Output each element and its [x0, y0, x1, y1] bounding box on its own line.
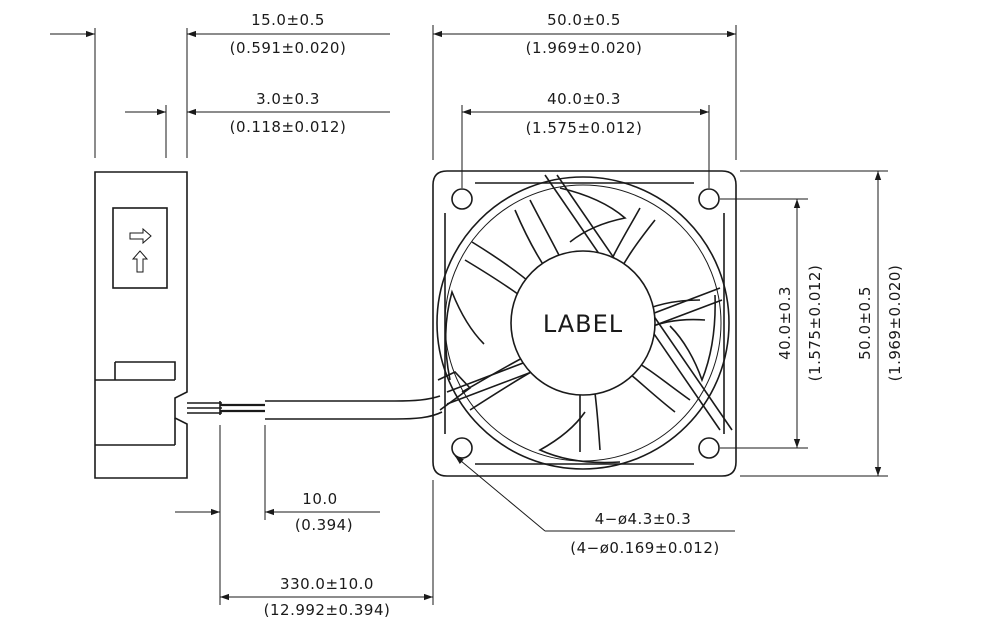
front-view: LABEL: [432, 170, 737, 477]
hub-label: LABEL: [543, 310, 623, 338]
dim-hole-pitch-h-imperial: (1.575±0.012): [526, 119, 643, 137]
dim-side-lip: 3.0±0.3: [256, 90, 320, 108]
lead-wires: [187, 395, 443, 420]
dim-strip-length: 10.0: [302, 490, 337, 508]
dim-side-depth: 15.0±0.5: [251, 11, 325, 29]
dim-lead-length: 330.0±10.0: [280, 575, 374, 593]
dimension-labels: 15.0±0.5 (0.591±0.020) 3.0±0.3 (0.118±0.…: [230, 11, 904, 619]
dim-frame-height-imperial: (1.969±0.020): [886, 265, 904, 382]
dim-hole-pitch-h: 40.0±0.3: [547, 90, 621, 108]
dim-holes-imperial: (4−ø0.169±0.012): [570, 539, 719, 557]
dim-frame-width: 50.0±0.5: [547, 11, 621, 29]
dim-hole-pitch-v: 40.0±0.3: [776, 286, 794, 360]
dim-hole-pitch-v-imperial: (1.575±0.012): [806, 265, 824, 382]
dimension-lines: [50, 25, 888, 605]
mounting-hole-icon: [451, 188, 720, 459]
dim-frame-height: 50.0±0.5: [856, 286, 874, 360]
dim-frame-width-imperial: (1.969±0.020): [526, 39, 643, 57]
dim-holes: 4−ø4.3±0.3: [595, 510, 692, 528]
dim-side-lip-imperial: (0.118±0.012): [230, 118, 347, 136]
side-view: [94, 171, 443, 479]
dim-strip-length-imperial: (0.394): [295, 516, 353, 534]
dim-lead-length-imperial: (12.992±0.394): [264, 601, 391, 619]
dim-side-depth-imperial: (0.591±0.020): [230, 39, 347, 57]
airflow-arrow-icon: [129, 227, 152, 273]
